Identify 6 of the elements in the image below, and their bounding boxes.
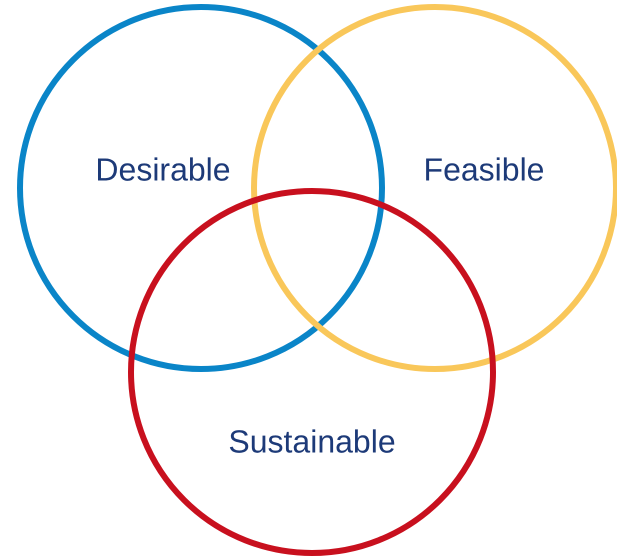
circle-label: Desirable — [95, 152, 231, 188]
venn-circle — [128, 188, 496, 556]
venn-circle — [17, 4, 385, 372]
venn-circle — [251, 4, 617, 372]
circle-label: Sustainable — [228, 424, 396, 460]
circle-label: Feasible — [424, 152, 544, 188]
